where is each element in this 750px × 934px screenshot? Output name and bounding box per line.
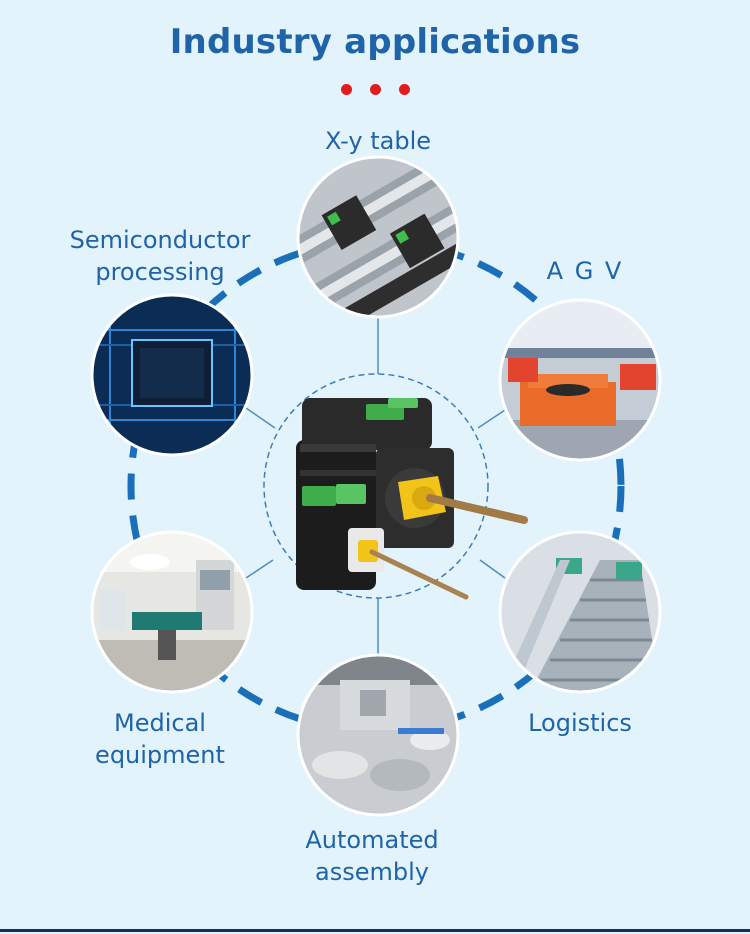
chip-icon — [92, 295, 252, 455]
label-xy-table: X-y table — [324, 127, 432, 155]
connector-lines — [245, 317, 506, 655]
label-semiconductor-line2: processing — [95, 258, 225, 286]
label-assembly: Automated assembly — [262, 824, 482, 888]
operating-table-icon — [92, 532, 252, 692]
stepper-motor-icon — [296, 398, 528, 600]
label-medical: Medical equipment — [60, 707, 260, 771]
label-logistics: Logistics — [528, 709, 632, 737]
label-semiconductor-line1: Semiconductor — [69, 226, 251, 254]
label-semiconductor: Semiconductor processing — [40, 224, 280, 288]
decoration-dot — [370, 84, 381, 95]
label-assembly-line1: Automated — [305, 826, 439, 854]
label-medical-line1: Medical — [114, 709, 206, 737]
page-title: Industry applications — [169, 22, 581, 62]
title-decoration-dots — [341, 84, 411, 96]
bottom-divider — [0, 929, 750, 932]
assembly-machine-icon — [298, 655, 458, 815]
label-agv: A G V — [546, 257, 624, 285]
photo-borders — [90, 155, 662, 817]
linear-rail-icon — [298, 157, 458, 317]
label-assembly-line2: assembly — [315, 858, 429, 886]
decoration-dot — [341, 84, 352, 95]
label-medical-line2: equipment — [95, 741, 225, 769]
decoration-dot — [399, 84, 410, 95]
conveyor-icon — [500, 532, 660, 692]
